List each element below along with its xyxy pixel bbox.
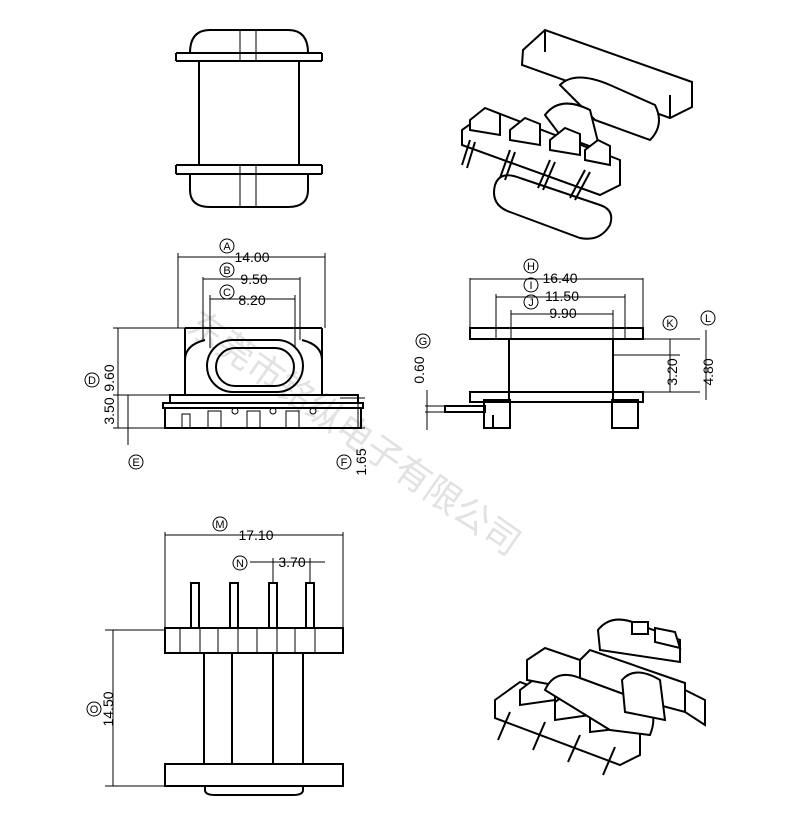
dimension-A: A 14.00 [219,238,270,265]
dimension-F-value: 1.65 [353,448,369,475]
dimension-H-marker [523,258,539,274]
dimension-H: H 16.40 [523,258,578,286]
dimension-F-letter: F [341,457,348,469]
dimension-B-marker [219,262,235,278]
dimension-C-value: 8.20 [238,292,265,308]
dimension-M-marker [212,516,228,532]
dimension-N-marker [232,555,248,571]
dimension-B-value: 9.50 [240,271,267,287]
dimension-I-letter: I [529,280,532,292]
dimension-L-letter: L [705,313,711,325]
bottom-view [105,532,344,796]
watermark: 东莞市铭纵电子有限公司 [180,304,528,565]
dimension-E-letter: E [132,457,139,469]
dimension-J-value: 9.90 [549,305,576,321]
dimension-K-value: 3.20 [664,358,680,385]
dimension-L: L 4.80 [700,310,716,386]
dimension-K-marker [662,315,678,331]
dimension-I-marker [523,277,539,293]
dimension-I-value: 11.50 [545,288,579,304]
dimension-B-letter: B [223,265,230,277]
dimension-G-value: 0.60 [411,356,427,383]
dimension-O: O 14.50 [86,691,116,727]
dimension-D-value: 9.60 [101,364,117,391]
dimension-F: F 1.65 [336,448,369,476]
dimension-I: I 11.50 [523,277,579,304]
dimension-M: M 17.10 [212,516,274,543]
dimension-N-value: 3.70 [278,554,305,570]
dimension-J-letter: J [528,297,534,309]
dimension-C-marker [219,284,235,300]
dimension-J: J 9.90 [523,294,577,321]
dimension-O-letter: O [90,704,99,716]
front-view [113,253,365,445]
watermark-text: 东莞市铭纵电子有限公司 [180,304,528,565]
dimension-B: B 9.50 [219,262,268,287]
side-view [425,278,707,430]
dimension-M-value: 17.10 [238,527,273,543]
dimension-N: N 3.70 [232,554,306,571]
dimension-J-marker [523,294,539,310]
dimension-K-letter: K [666,318,674,330]
dimension-M-letter: M [215,519,224,531]
dimension-O-marker [86,701,102,717]
dimension-A-value: 14.00 [234,249,269,265]
dimension-O-value: 14.50 [100,691,116,726]
dimension-E: E [128,454,144,470]
top-view [175,29,323,208]
dimension-C-letter: C [223,287,231,299]
dimension-L-value: 4.80 [700,358,716,385]
dimension-K: K 3.20 [662,315,680,386]
dimension-E-marker [128,454,144,470]
isometric-view-bottom [494,618,706,776]
dimension-D-marker [84,372,100,388]
dimension-D: D 9.60 3.50 [84,364,117,425]
dimension-N-letter: N [236,558,244,570]
dimension-D-letter: D [88,375,96,387]
dimension-A-marker [219,238,235,254]
isometric-view-top [461,28,693,240]
dimension-A-letter: A [223,241,231,253]
dimension-G: G 0.60 [411,333,431,384]
dimension-F-marker [336,454,352,470]
dimension-G-marker [415,333,431,349]
dimension-H-letter: H [527,261,535,273]
dimension-H-value: 16.40 [542,270,577,286]
dimension-D2-value: 3.50 [101,397,117,424]
dimension-L-marker [700,310,716,326]
dimension-C: C 8.20 [219,284,266,308]
dimension-G-letter: G [419,336,428,348]
